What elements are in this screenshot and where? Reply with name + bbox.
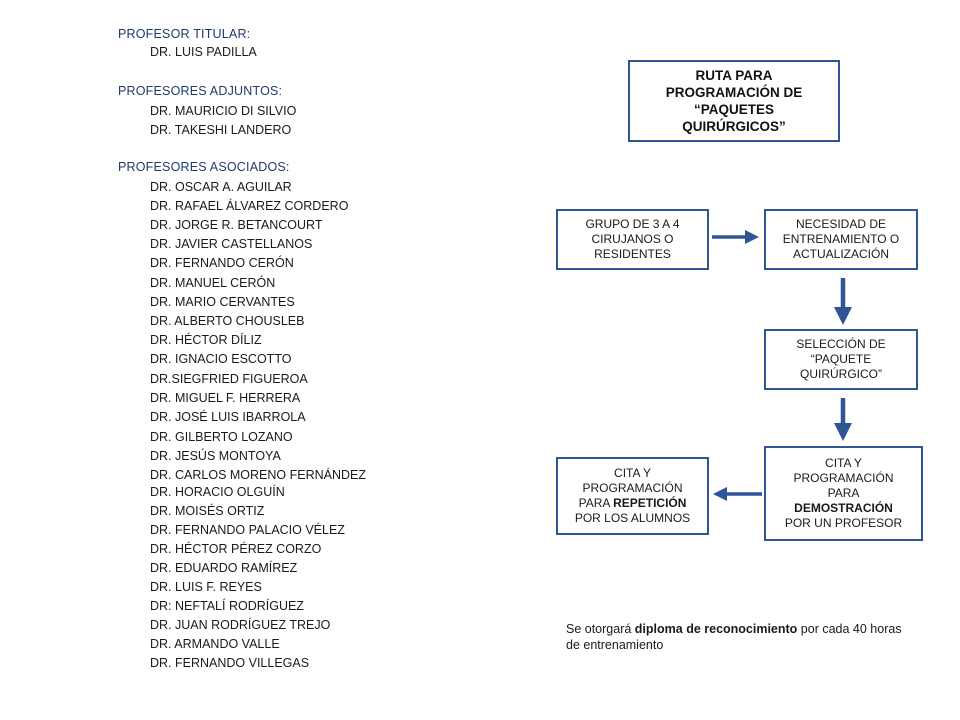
asociado-name: DR. ARMANDO VALLE <box>150 637 280 651</box>
asociado-name: DR. CARLOS MORENO FERNÁNDEZ <box>150 468 366 482</box>
asociado-name: DR. GILBERTO LOZANO <box>150 430 293 444</box>
asociado-name: DR. MOISÉS ORTIZ <box>150 504 265 518</box>
asociado-name: DR. EDUARDO RAMÍREZ <box>150 561 298 575</box>
grupo-text: GRUPO DE 3 A 4 CIRUJANOS O RESIDENTES <box>585 217 680 261</box>
asociado-name: DR. ALBERTO CHOUSLEB <box>150 314 305 328</box>
asociado-name: DR. MIGUEL F. HERRERA <box>150 391 301 405</box>
asociado-name: DR. JAVIER CASTELLANOS <box>150 237 313 251</box>
asociado-name: DR. MANUEL CERÓN <box>150 276 276 290</box>
route-title-box: RUTA PARA PROGRAMACIÓN DE “PAQUETES QUIR… <box>628 60 840 142</box>
asociado-name: DR. HÉCTOR DÍLIZ <box>150 333 262 347</box>
asociado-name: DR. JOSÉ LUIS IBARROLA <box>150 410 306 424</box>
asociado-name: DR. OSCAR A. AGUILAR <box>150 180 292 194</box>
demostracion-box: CITA Y PROGRAMACIÓN PARA DEMOSTRACIÓN PO… <box>764 446 923 541</box>
asociado-name: DR. JESÚS MONTOYA <box>150 449 281 463</box>
asociado-name: DR: NEFTALÍ RODRÍGUEZ <box>150 599 304 613</box>
necesidad-text: NECESIDAD DE ENTRENAMIENTO O ACTUALIZACI… <box>782 217 900 261</box>
asociado-name: DR. FERNANDO VILLEGAS <box>150 656 310 670</box>
asociado-name: DR.SIEGFRIED FIGUEROA <box>150 372 308 386</box>
profesor-titular-heading: PROFESOR TITULAR: <box>118 27 251 41</box>
asociado-name: DR. HÉCTOR PÉREZ CORZO <box>150 542 322 556</box>
diploma-note: Se otorgará diploma de reconocimiento po… <box>566 622 902 652</box>
asociado-name: DR. RAFAEL ÁLVAREZ CORDERO <box>150 199 349 213</box>
asociado-name: DR. HORACIO OLGUÍN <box>150 485 285 499</box>
repeticion-text: CITA Y PROGRAMACIÓN PARA REPETICIÓN POR … <box>574 466 691 525</box>
necesidad-box: NECESIDAD DE ENTRENAMIENTO O ACTUALIZACI… <box>764 209 918 270</box>
repeticion-box: CITA Y PROGRAMACIÓN PARA REPETICIÓN POR … <box>556 457 709 535</box>
asociado-name: DR. FERNANDO PALACIO VÉLEZ <box>150 523 345 537</box>
adjunto-name: DR. TAKESHI LANDERO <box>150 123 292 137</box>
asociado-name: DR. JORGE R. BETANCOURT <box>150 218 323 232</box>
asociado-name: DR. IGNACIO ESCOTTO <box>150 352 292 366</box>
titular-name: DR. LUIS PADILLA <box>150 45 257 59</box>
demostracion-text: CITA Y PROGRAMACIÓN PARA DEMOSTRACIÓN PO… <box>784 456 903 530</box>
grupo-box: GRUPO DE 3 A 4 CIRUJANOS O RESIDENTES <box>556 209 709 270</box>
profesores-adjuntos-heading: PROFESORES ADJUNTOS: <box>118 84 283 98</box>
seleccion-text: SELECCIÓN DE “PAQUETE QUIRÚRGICO” <box>796 337 886 381</box>
seleccion-box: SELECCIÓN DE “PAQUETE QUIRÚRGICO” <box>764 329 918 390</box>
asociado-name: DR. FERNANDO CERÓN <box>150 256 294 270</box>
asociado-name: DR. JUAN RODRÍGUEZ TREJO <box>150 618 331 632</box>
asociado-name: DR. MARIO CERVANTES <box>150 295 295 309</box>
asociado-name: DR. LUIS F. REYES <box>150 580 262 594</box>
adjunto-name: DR. MAURICIO DI SILVIO <box>150 104 297 118</box>
route-title: RUTA PARA PROGRAMACIÓN DE “PAQUETES QUIR… <box>665 68 803 134</box>
profesores-asociados-heading: PROFESORES ASOCIADOS: <box>118 160 290 174</box>
